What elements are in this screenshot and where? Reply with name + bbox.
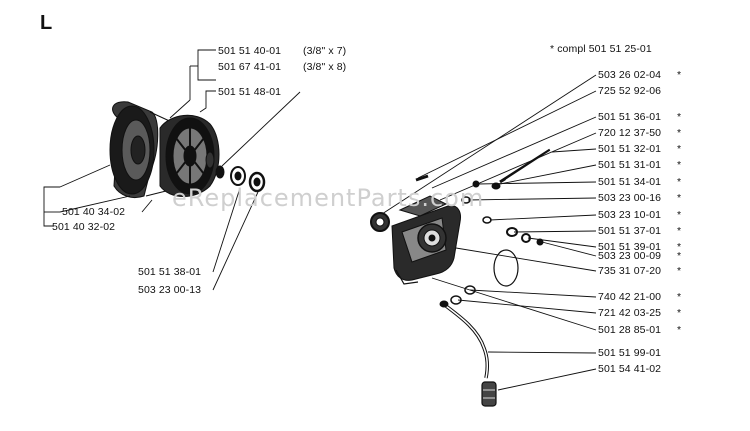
part-number-label[interactable]: 725 52 92-06 [598,85,662,97]
kit-member-star: * [677,265,682,277]
part-number-label[interactable]: 501 28 85-01 [598,324,662,336]
kit-member-star: * [677,143,682,155]
left-leader-lines [43,49,301,291]
part-number-label[interactable]: 721 42 03-25 [598,307,662,319]
pump-housing-drawing [391,195,461,285]
kit-member-star: * [677,324,682,336]
part-number-label[interactable]: 501 51 99-01 [598,347,662,359]
kit-member-star: * [677,127,682,139]
kit-member-star: * [677,209,682,221]
section-letter: L [40,12,53,34]
kit-member-star: * [677,159,682,171]
kit-member-star: * [677,307,682,319]
part-number-label[interactable]: 501 51 48-01 [218,86,282,98]
kit-member-star: * [677,250,682,262]
part-number-label[interactable]: 501 40 32-02 [52,221,116,233]
part-number-label[interactable]: 503 23 00-13 [138,284,202,296]
part-number-label[interactable]: 501 51 34-01 [598,176,662,188]
part-number-label[interactable]: 503 26 02-04 [598,69,662,81]
kit-member-star: * [677,291,682,303]
right-leader-lines [381,74,597,391]
part-number-label[interactable]: 503 23 00-09 [598,250,662,262]
kit-member-star: * [677,69,682,81]
part-number-label[interactable]: 501 51 39-01 [598,241,662,253]
kit-member-star: * [677,225,682,237]
kit-member-star: * [677,176,682,188]
needle-bearing-drawing [215,165,225,179]
part-size-note: (3/8" x 8) [303,61,347,73]
part-number-label[interactable]: 501 67 41-01 [218,61,282,73]
kit-member-star: * [677,111,682,123]
part-number-label[interactable]: 501 51 40-01 [218,45,282,57]
watermark: eReplacementParts.com [172,184,485,212]
kit-member-star: * [677,192,682,204]
kit-member-star: * [677,241,682,253]
part-number-label[interactable]: 501 40 34-02 [62,206,126,218]
part-number-label[interactable]: 503 23 10-01 [598,209,662,221]
clutch-assembly-drawing [159,114,220,197]
complete-kit-note: * compl 501 51 25-01 [550,43,652,55]
part-number-label[interactable]: 501 51 31-01 [598,159,662,171]
part-number-label[interactable]: 735 31 07-20 [598,265,662,277]
part-size-note: (3/8" x 7) [303,45,347,57]
part-number-label[interactable]: 501 51 36-01 [598,111,662,123]
part-number-label[interactable]: 720 12 37-50 [598,127,662,139]
part-number-label[interactable]: 501 51 38-01 [138,266,202,278]
small-parts-drawing [370,174,544,305]
part-number-label[interactable]: 740 42 21-00 [598,291,662,303]
oil-hose-drawing [439,300,490,379]
part-number-label[interactable]: 501 51 32-01 [598,143,662,155]
washers-drawing [230,166,266,193]
part-number-label[interactable]: 503 23 00-16 [598,192,662,204]
part-number-label[interactable]: 501 51 37-01 [598,225,662,237]
part-number-label[interactable]: 501 54 41-02 [598,363,662,375]
oil-filter-drawing [481,381,497,407]
